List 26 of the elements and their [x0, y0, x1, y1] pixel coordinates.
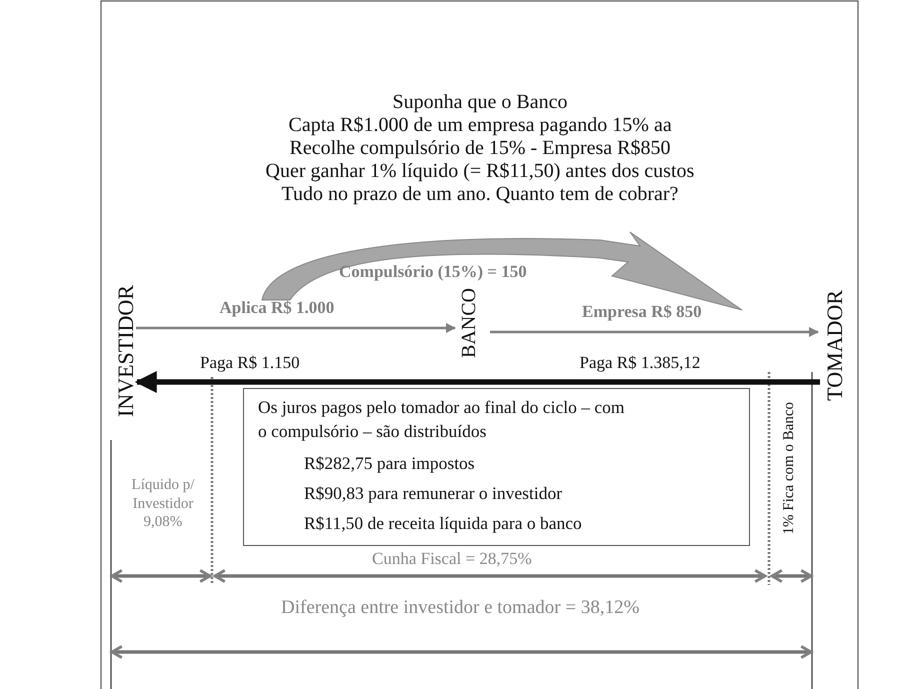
- party-label: INVESTIDOR: [113, 285, 139, 417]
- title-line: Tudo no prazo de um ano. Quanto tem de cobrar?: [282, 183, 678, 206]
- box-text: Os juros pagos pelo tomador ao final do ciclo – com o compulsório – são distribuídos: [258, 396, 626, 443]
- dimension-label: 9,08%: [144, 514, 182, 531]
- info-box: [243, 388, 750, 546]
- title: Suponha que o Banco: [392, 91, 568, 114]
- edge-label: Paga R$ 1.385,12: [580, 353, 700, 373]
- arrow-label: Compulsório (15%) = 150: [339, 262, 527, 282]
- party-label: BANCO: [458, 288, 481, 358]
- box-text: R$282,75 para impostos: [304, 453, 475, 474]
- arrow: [490, 327, 819, 337]
- title-line: Recolhe compulsório de 15% - Empresa R$850: [290, 137, 671, 160]
- title-line: Quer ganhar 1% líquido (= R$11,50) antes dos custos: [266, 160, 694, 183]
- arrow: [136, 323, 456, 333]
- amount-label: Paga R$ 1.150: [200, 353, 300, 373]
- dimension-label: 1% Fica com o Banco: [781, 402, 798, 534]
- dimension-label: Líquido p/ Investidor: [130, 476, 196, 514]
- dimension-label: Diferença entre investidor e tomador = 38,12%: [281, 597, 640, 619]
- title-line: Capta R$1.000 de um empresa pagando 15% aa: [288, 114, 672, 137]
- edge-label: Aplica R$ 1.000: [220, 298, 334, 318]
- box-text: R$11,50 de receita líquida para o banco: [304, 513, 582, 534]
- arrow: [134, 371, 820, 393]
- box-text: R$90,83 para remunerar o investidor: [304, 483, 562, 504]
- dimension-label: Cunha Fiscal = 28,75%: [372, 549, 532, 569]
- edge-label: Empresa R$ 850: [582, 302, 702, 322]
- party-label: TOMADOR: [822, 290, 848, 401]
